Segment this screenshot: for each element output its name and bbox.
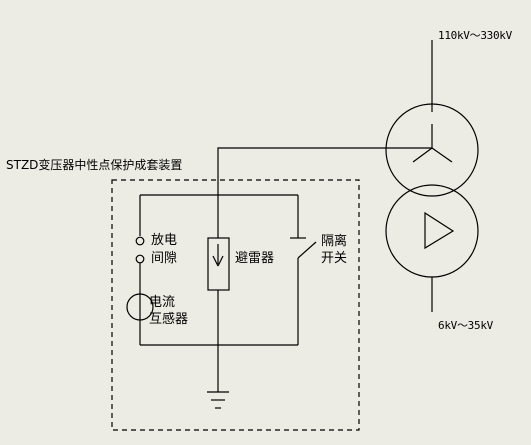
ct-label-line2: 互感器: [149, 312, 189, 327]
device-title: STZD变压器中性点保护成套装置: [6, 158, 183, 172]
neutral-lead: [217, 147, 432, 238]
wye-symbol: [412, 124, 453, 163]
gap-electrode-bottom: [135, 254, 145, 264]
switch-blade: [297, 241, 317, 259]
arrester-label: 避雷器: [235, 251, 275, 266]
delta-symbol: [424, 211, 455, 250]
ground-symbol: [207, 391, 229, 409]
gap-label-line2: 间隙: [151, 251, 178, 266]
gap-electrode-top: [135, 236, 145, 246]
switch-label-line1: 隔离: [321, 234, 348, 249]
low-voltage-label: 6kV～35kV: [438, 319, 493, 332]
high-voltage-label: 110kV～330kV: [438, 29, 512, 42]
device-enclosure: [111, 179, 360, 431]
switch-label-line2: 开关: [321, 251, 348, 266]
hv-winding-circle: [385, 103, 479, 197]
lv-winding-circle: [385, 184, 479, 278]
gap-label-line1: 放电: [151, 233, 178, 248]
arrester-arrow-symbol: [212, 244, 224, 267]
ct-label-line1: 电流: [149, 295, 176, 310]
